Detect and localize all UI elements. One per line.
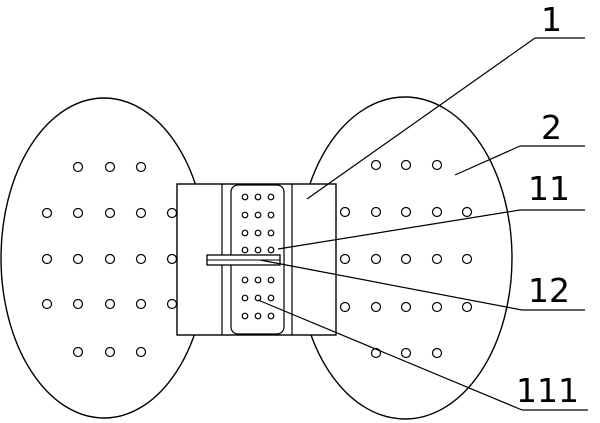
perforation-hole [72,298,84,310]
right-lobe-holes [339,159,473,359]
perforation-hole [135,207,147,219]
perforation-hole [166,207,178,219]
perforation-hole [72,346,84,358]
strip-hole [241,246,249,254]
perforation-hole [431,347,443,359]
leader-line-11 [277,209,521,250]
strip-hole [267,193,275,201]
strip-hole [254,294,262,302]
label-11: 11 [528,169,570,208]
strip-hole [267,229,275,237]
label-1: 1 [541,0,562,39]
perforation-hole [135,346,147,358]
perforation-hole [400,301,412,313]
perforation-hole [400,347,412,359]
perforation-hole [166,253,178,265]
strip-holes [241,193,275,320]
perforation-hole [400,253,412,265]
perforation-hole [431,159,443,171]
strip-hole [254,312,262,320]
perforation-hole [370,301,382,313]
strip-hole [267,211,275,219]
leader-line-1 [306,37,536,200]
left-lobe-holes [41,161,178,358]
perforation-hole [400,159,412,171]
perforation-hole [431,206,443,218]
strip-hole [241,294,249,302]
label-111: 111 [516,371,579,410]
perforation-hole [431,301,443,313]
strip-hole [254,211,262,219]
perforation-hole [135,161,147,173]
perforation-hole [431,253,443,265]
perforation-hole [41,253,53,265]
strip-hole [254,229,262,237]
strip-hole [267,294,275,302]
perforation-hole [370,347,382,359]
perforation-hole [104,346,116,358]
strip-hole [267,312,275,320]
perforation-hole [135,253,147,265]
perforation-hole [370,159,382,171]
strip-hole [254,246,262,254]
strip-hole [254,193,262,201]
strip-hole [241,276,249,284]
perforation-hole [41,207,53,219]
perforation-hole [104,207,116,219]
perforation-hole [104,298,116,310]
perforation-hole [72,207,84,219]
strip-hole [241,229,249,237]
perforation-hole [104,253,116,265]
label-2: 2 [541,108,562,147]
perforation-hole [461,253,473,265]
strip-hole [254,276,262,284]
perforation-hole [461,301,473,313]
perforation-hole [370,206,382,218]
perforation-hole [166,298,178,310]
leader-line-12 [259,259,523,311]
strip-hole [267,246,275,254]
perforation-hole [135,298,147,310]
perforation-hole [339,206,351,218]
perforation-hole [41,298,53,310]
strip-hole [241,211,249,219]
label-12: 12 [528,271,570,310]
perforation-hole [461,206,473,218]
perforation-hole [72,253,84,265]
strip-hole [267,276,275,284]
strip-hole [241,312,249,320]
leader-line-111 [257,299,523,411]
perforation-hole [339,253,351,265]
perforation-hole [104,161,116,173]
leader-line-2 [454,145,521,176]
perforation-hole [400,206,412,218]
perforation-hole [370,253,382,265]
strip-hole [241,193,249,201]
perforation-hole [72,161,84,173]
perforation-hole [339,301,351,313]
